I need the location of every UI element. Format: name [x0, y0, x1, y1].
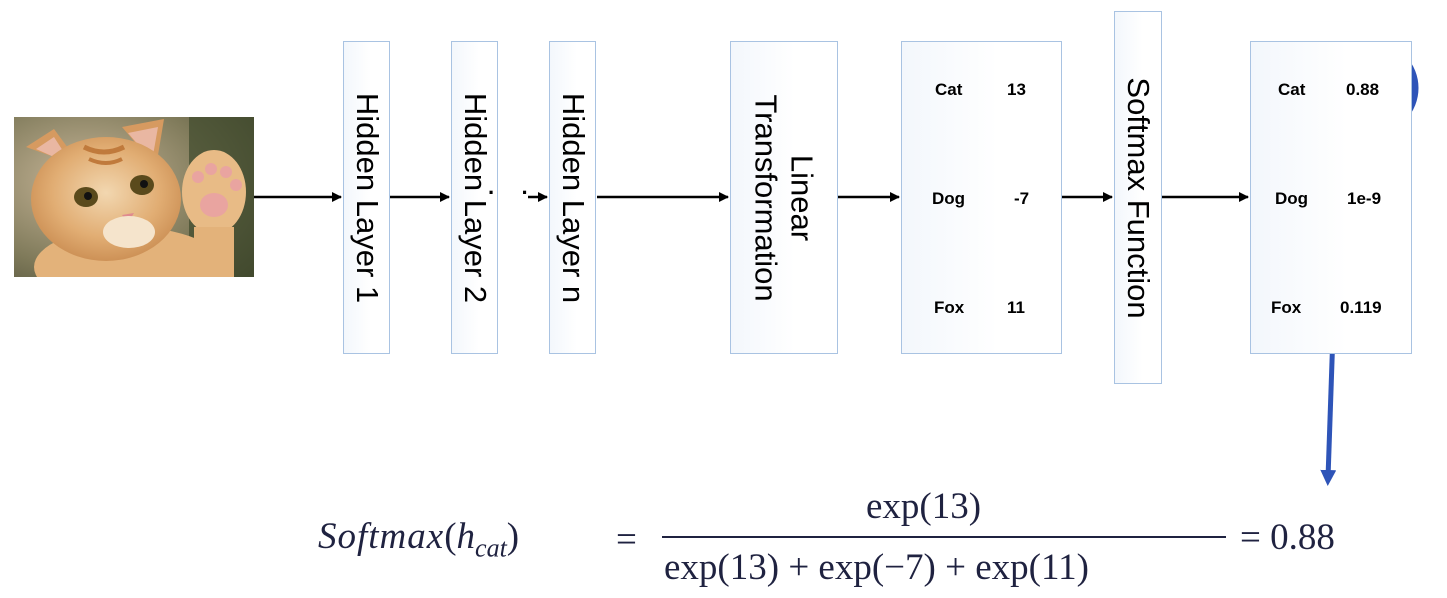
score-label-fox: Fox [934, 298, 965, 317]
softmax-function-box: Softmax Function [1114, 11, 1162, 384]
formula-denominator: exp(13) + exp(−7) + exp(11) [664, 547, 1089, 588]
prob-label-dog: Dog [1275, 189, 1309, 208]
score-label-cat: Cat [935, 80, 963, 99]
formula-variable: h [456, 516, 476, 557]
linear-transformation-label: Linear Transformation [748, 93, 820, 302]
linear-transformation-box: Linear Transformation [730, 41, 838, 354]
formula-equals: = [616, 519, 637, 560]
formula-fraction-bar [662, 536, 1226, 538]
kitten-photo [14, 117, 254, 277]
score-value-cat: 13 [1007, 80, 1026, 99]
formula-lhs: Softmax(hcat) [318, 515, 519, 563]
score-value-dog: -7 [1014, 189, 1030, 208]
prob-value-fox: 0.119 [1340, 298, 1382, 317]
ellipsis-dots: · · [488, 180, 539, 205]
scores-box: Cat 13 Dog -7 Fox 11 [901, 41, 1062, 354]
hidden-layer-n-box: Hidden Layer n [549, 41, 596, 354]
prob-label-cat: Cat [1278, 80, 1306, 99]
linear-label-line2: Transformation [749, 93, 784, 302]
formula-result: = 0.88 [1240, 517, 1335, 558]
hidden-layer-1-label: Hidden Layer 1 [349, 92, 385, 303]
formula-close-paren: ) [506, 516, 520, 557]
hidden-layer-n-label: Hidden Layer n [555, 92, 591, 303]
formula-numerator: exp(13) [866, 486, 982, 527]
score-label-dog: Dog [932, 189, 966, 208]
linear-label-line1: Linear [784, 154, 820, 241]
hidden-layer-2-box: Hidden Layer 2 [451, 41, 498, 354]
formula-subscript: cat [475, 533, 507, 563]
formula-softmax-name: Softmax [318, 516, 445, 557]
formula-open-paren: ( [444, 516, 457, 557]
hidden-layer-1-box: Hidden Layer 1 [343, 41, 390, 354]
prob-value-dog: 1e-9 [1347, 189, 1382, 208]
score-value-fox: 11 [1007, 298, 1025, 317]
hidden-layer-2-label: Hidden Layer 2 [457, 92, 493, 303]
softmax-function-label: Softmax Function [1120, 76, 1156, 319]
probabilities-box: Cat 0.88 Dog 1e-9 Fox 0.119 [1250, 41, 1412, 354]
prob-value-cat: 0.88 [1346, 80, 1380, 99]
prob-label-fox: Fox [1271, 298, 1302, 317]
